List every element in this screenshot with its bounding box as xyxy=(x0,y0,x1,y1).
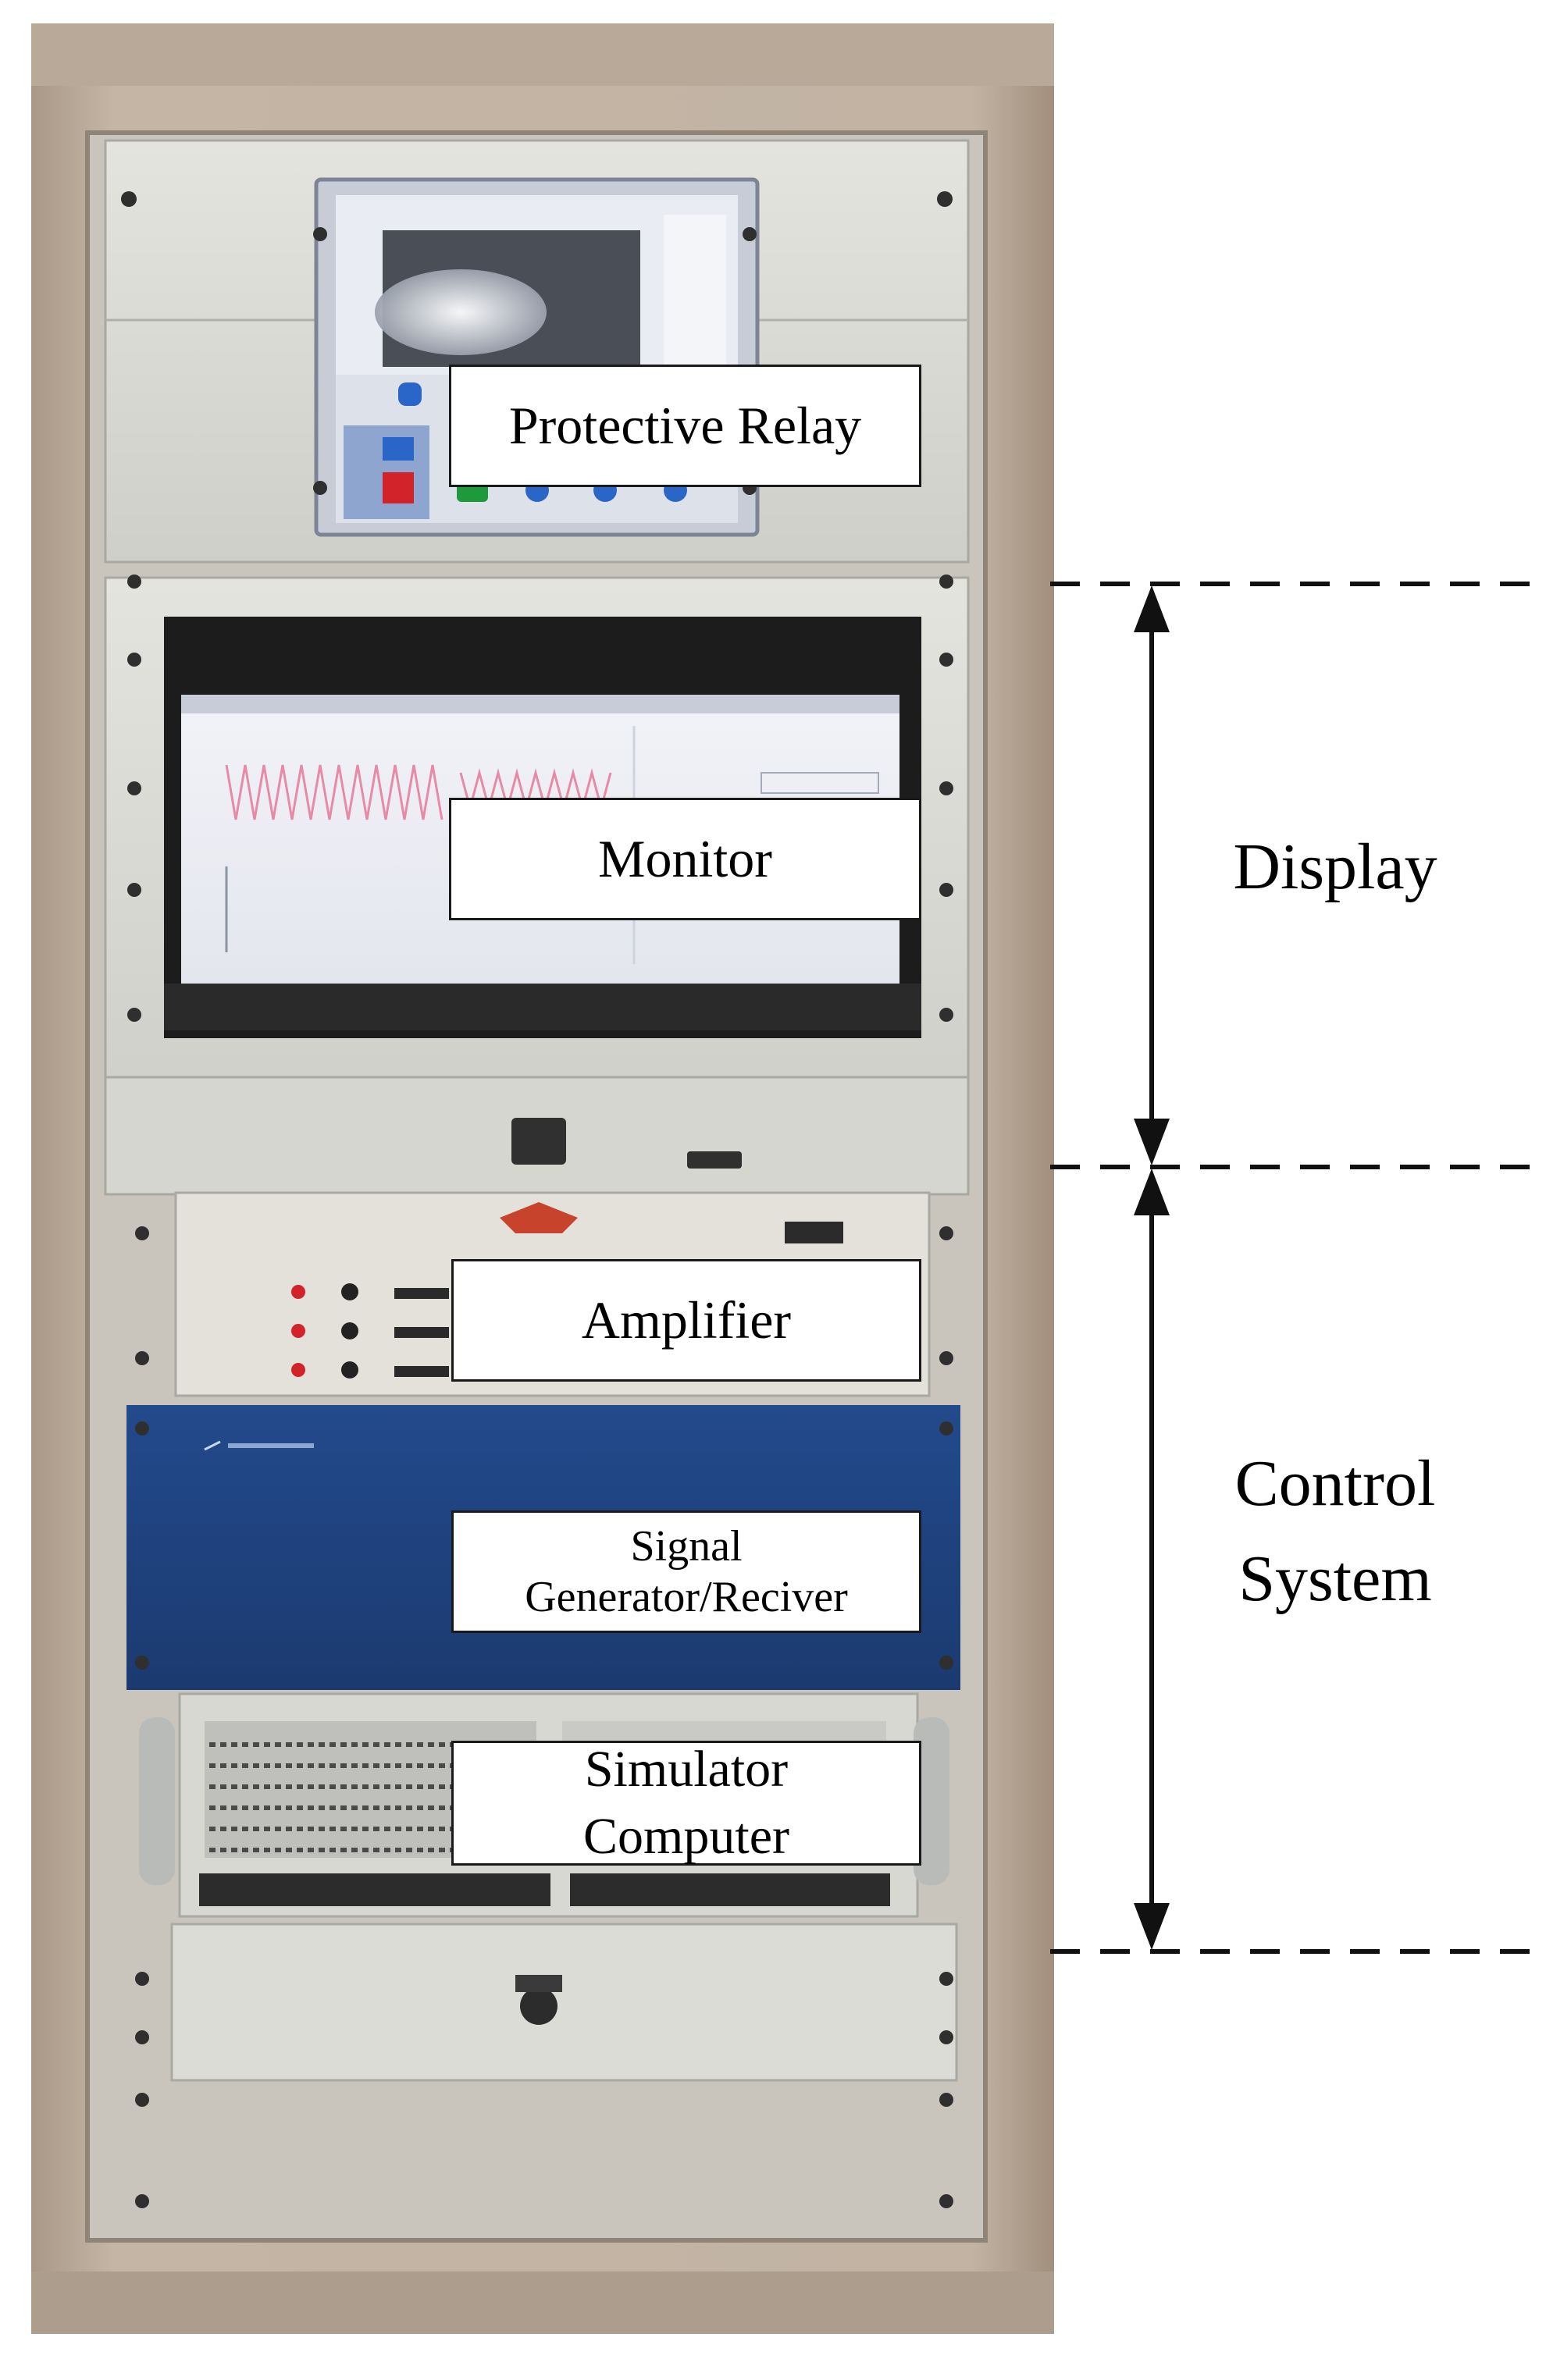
signal-generator-label: Signal Generator/Reciver xyxy=(451,1510,921,1633)
protective-relay-device xyxy=(104,139,970,564)
simulator-computer-label-line2: Computer xyxy=(583,1808,789,1865)
display-down-arrowhead xyxy=(1134,1119,1170,1165)
display-up-arrowhead xyxy=(1134,585,1170,632)
bracket-arrowheads xyxy=(1134,585,1170,1950)
signal-generator-label-line2: Generator/Reciver xyxy=(525,1572,848,1621)
display-section-label-text: Display xyxy=(1233,831,1437,903)
section-bracket xyxy=(1050,582,1530,1954)
monitor-device xyxy=(104,576,970,1196)
control-system-label-line1: Control xyxy=(1234,1447,1436,1520)
control-down-arrowhead xyxy=(1134,1903,1170,1950)
blank-panel xyxy=(170,1923,958,2082)
monitor-label: Monitor xyxy=(449,798,921,920)
amplifier-label: Amplifier xyxy=(451,1259,921,1382)
monitor-label-text: Monitor xyxy=(598,829,772,889)
amplifier-label-text: Amplifier xyxy=(581,1290,792,1350)
simulator-computer-label-line1: Simulator xyxy=(584,1741,789,1798)
control-system-section-label: Control System xyxy=(1195,1436,1476,1627)
rack-screws xyxy=(121,191,953,2208)
control-up-arrowhead xyxy=(1134,1169,1170,1215)
protective-relay-label-text: Protective Relay xyxy=(508,396,862,456)
control-system-label-line2: System xyxy=(1238,1542,1432,1615)
signal-generator-label-line1: Signal xyxy=(630,1522,743,1571)
simulator-computer-label: Simulator Computer xyxy=(451,1741,921,1866)
display-section-label: Display xyxy=(1195,820,1476,915)
protective-relay-label: Protective Relay xyxy=(449,365,921,487)
